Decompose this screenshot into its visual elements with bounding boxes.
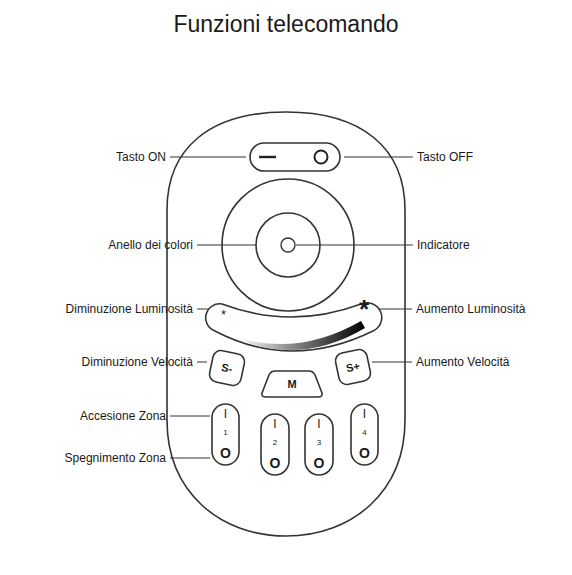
zone-button: I 1O — [211, 403, 240, 466]
indicator-dot — [281, 238, 295, 252]
button-label: S- — [220, 361, 233, 374]
off-symbol — [315, 151, 328, 164]
zone-symbol: O — [359, 446, 370, 460]
callout-label: Tasto OFF — [417, 149, 473, 165]
zone-symbol: I — [273, 418, 276, 430]
brightness-symbol: * — [359, 296, 369, 322]
leader-line — [197, 362, 207, 363]
zone-symbol: I — [224, 408, 227, 420]
on-symbol — [259, 156, 276, 158]
zone-symbol: O — [314, 456, 325, 470]
brightness-symbol: * — [221, 308, 226, 321]
diagram-title: Funzioni telecomando — [0, 10, 572, 38]
zone-button: I 3O — [304, 413, 334, 476]
zone-symbol: I — [317, 418, 320, 430]
zone-symbol: 2 — [273, 439, 277, 447]
callout-label: Spegnimento Zona — [65, 450, 166, 466]
leader-line — [197, 245, 256, 246]
speed-button: S+ — [333, 347, 373, 387]
leader-line — [170, 416, 210, 417]
leader-line — [170, 157, 246, 158]
leader-line — [376, 309, 412, 310]
remote-body — [167, 112, 405, 536]
button-label: M — [287, 379, 296, 390]
callout-label: Diminuzione Velocità — [82, 354, 193, 370]
speed-button: S- — [207, 348, 247, 388]
callout-label: Diminuzione Luminosità — [66, 301, 193, 317]
zone-button: I 2O — [260, 413, 290, 476]
callout-label: Aumento Velocità — [416, 354, 509, 370]
leader-line — [296, 245, 413, 246]
callout-label: Indicatore — [417, 237, 470, 253]
callout-label: Anello dei colori — [108, 237, 193, 253]
callout-label: Tasto ON — [116, 149, 166, 165]
on-off-button — [250, 143, 340, 171]
callout-label: Accesione Zona — [80, 408, 166, 424]
slider-outline — [206, 303, 382, 351]
brightness-wedge — [239, 321, 365, 350]
leader-line — [372, 362, 412, 363]
callout-label: Aumento Luminosità — [416, 301, 525, 317]
zone-symbol: O — [270, 456, 281, 470]
mode-button: M — [261, 370, 323, 398]
zone-symbol: 4 — [362, 429, 366, 437]
leader-line — [170, 458, 210, 459]
zone-symbol: O — [220, 446, 231, 460]
zone-symbol: 3 — [317, 439, 321, 447]
zone-button: I 4O — [350, 403, 379, 466]
leader-line — [344, 157, 413, 158]
zone-symbol: I — [363, 408, 366, 420]
zone-symbol: 1 — [223, 429, 227, 437]
